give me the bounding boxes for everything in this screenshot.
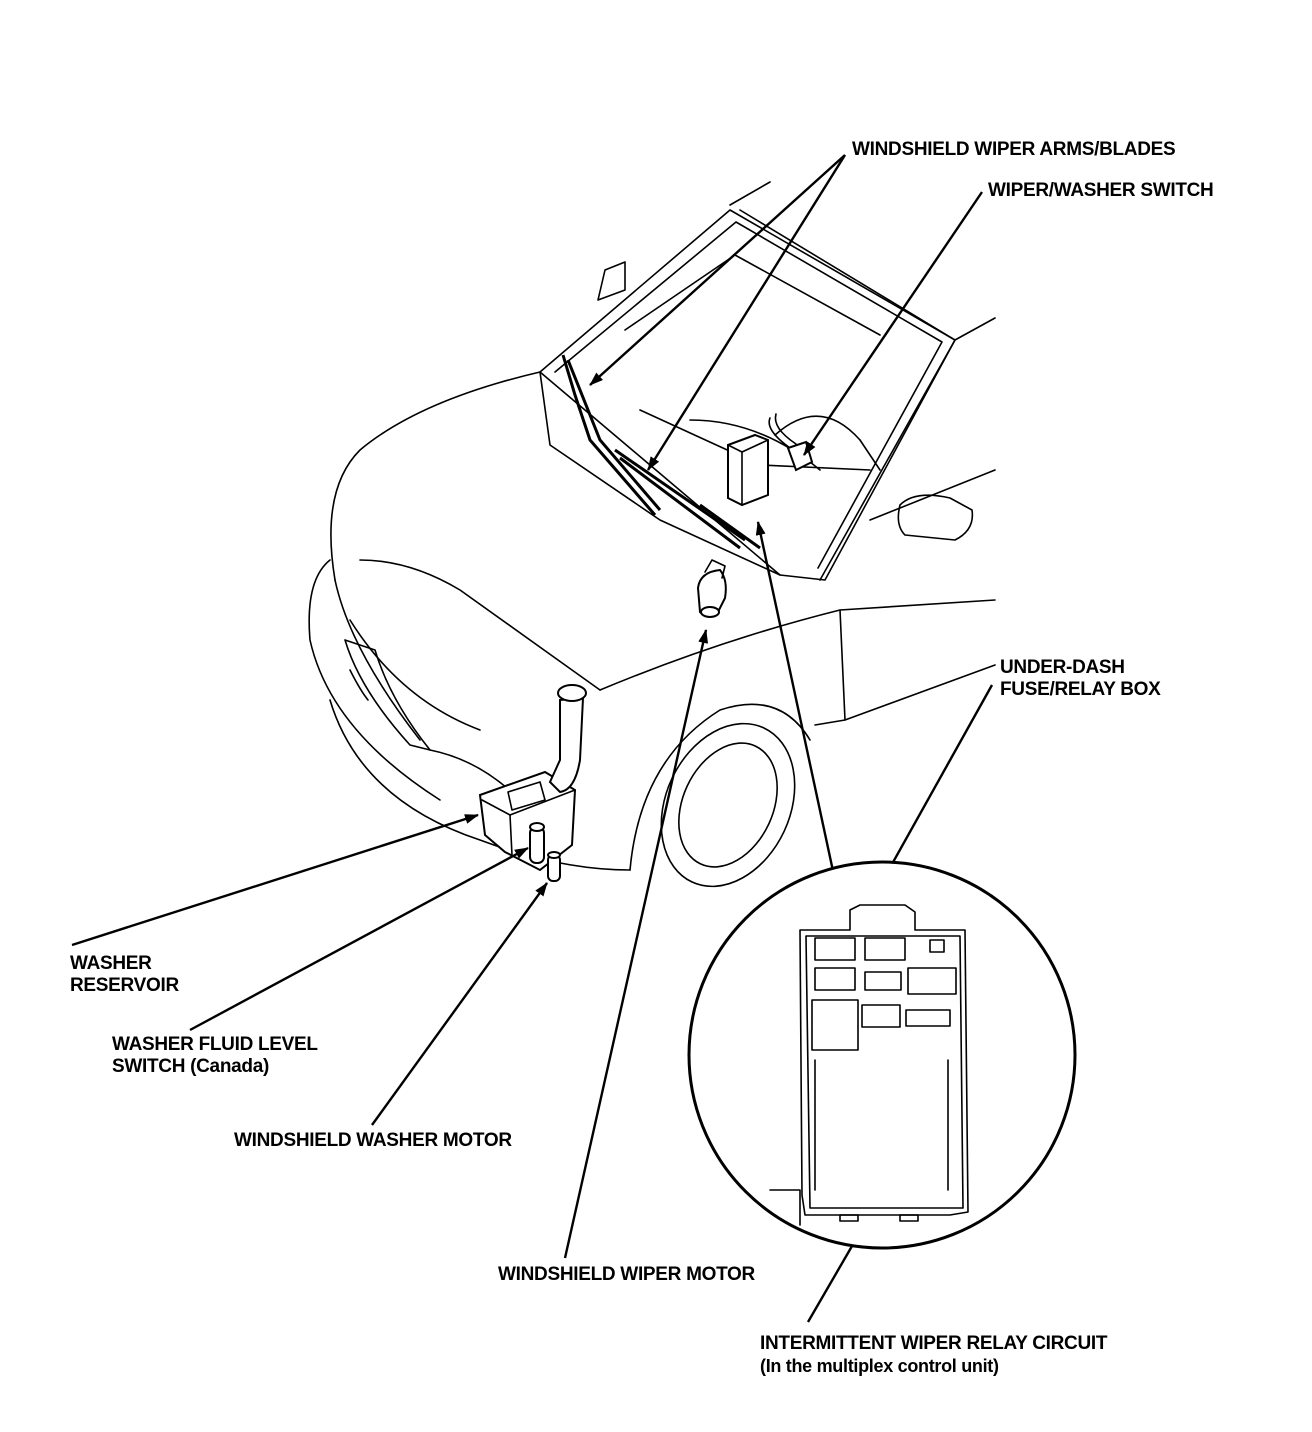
leader-lines xyxy=(71,154,994,1323)
label-washer-fluid-level-switch: WASHER FLUID LEVEL SWITCH (Canada) xyxy=(112,1034,318,1078)
label-text: WINDSHIELD WASHER MOTOR xyxy=(234,1130,512,1151)
label-text-line2: SWITCH (Canada) xyxy=(112,1056,270,1077)
label-text-line1: WASHER FLUID LEVEL xyxy=(112,1034,318,1055)
label-windshield-wiper-motor: WINDSHIELD WIPER MOTOR xyxy=(498,1264,755,1286)
washer-reservoir-part xyxy=(478,684,587,882)
label-under-dash-fuse-box: UNDER-DASH FUSE/RELAY BOX xyxy=(1000,657,1161,701)
label-wiper-arms-blades: WINDSHIELD WIPER ARMS/BLADES xyxy=(852,139,1176,161)
wiper-blades xyxy=(561,354,761,550)
fuse-box-on-car xyxy=(727,433,769,507)
wiper-switch-on-car xyxy=(768,413,814,472)
fuse-box-detail-circle xyxy=(687,860,1077,1250)
label-text: WINDSHIELD WIPER ARMS/BLADES xyxy=(852,139,1176,160)
label-text: WIPER/WASHER SWITCH xyxy=(988,180,1214,201)
label-windshield-washer-motor: WINDSHIELD WASHER MOTOR xyxy=(234,1130,512,1152)
label-text-line2: FUSE/RELAY BOX xyxy=(1000,679,1161,700)
label-text-line1: INTERMITTENT WIPER RELAY CIRCUIT xyxy=(760,1333,1108,1354)
label-text-line1: UNDER-DASH xyxy=(1000,657,1125,678)
wiper-motor-part xyxy=(696,559,727,618)
label-intermittent-wiper-relay-circuit: INTERMITTENT WIPER RELAY CIRCUIT (In the… xyxy=(760,1333,1108,1377)
label-text-line2: (In the multiplex control unit) xyxy=(760,1356,999,1376)
car-body-outline xyxy=(308,181,996,888)
label-wiper-washer-switch: WIPER/WASHER SWITCH xyxy=(988,180,1214,202)
label-text: WINDSHIELD WIPER MOTOR xyxy=(498,1264,755,1285)
label-washer-reservoir: WASHER RESERVOIR xyxy=(70,953,179,997)
label-text-line1: WASHER xyxy=(70,953,152,974)
label-text-line2: RESERVOIR xyxy=(70,975,179,996)
